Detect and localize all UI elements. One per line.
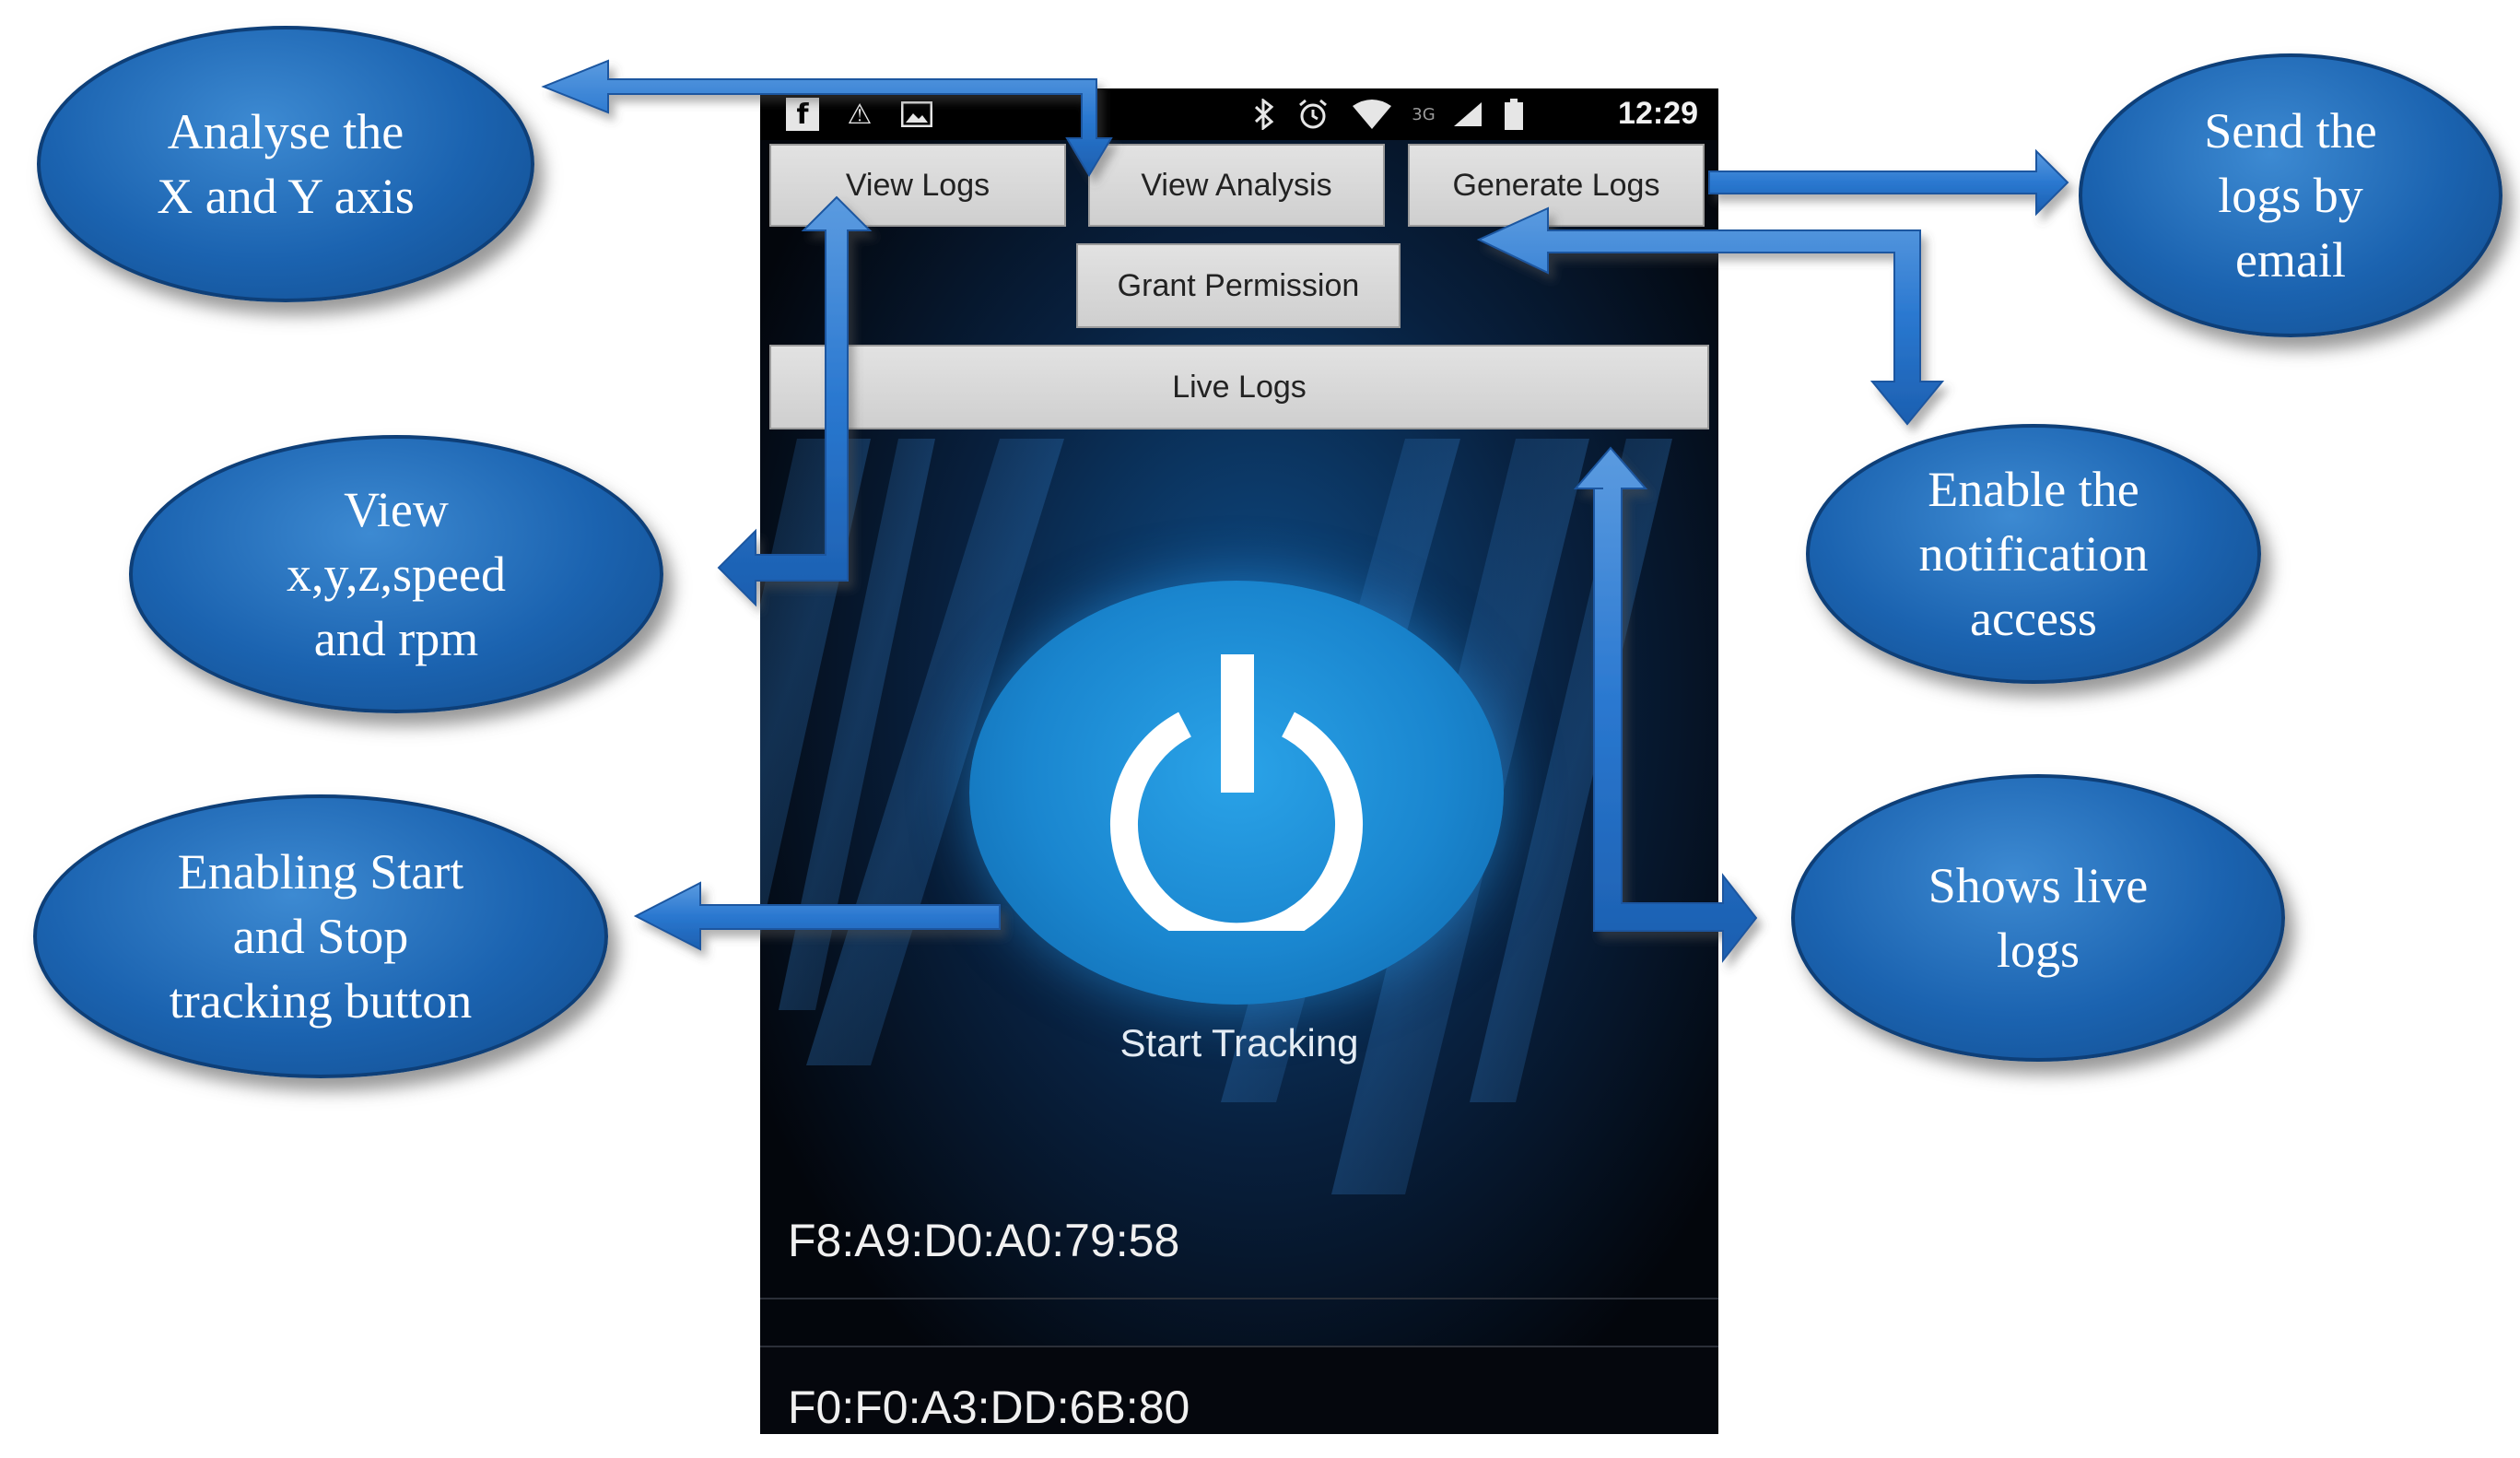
view-logs-button[interactable]: View Logs <box>769 144 1066 227</box>
device-list-item-partial: F0:F0:A3:DD:6B:80 <box>760 1346 1718 1434</box>
bluetooth-icon <box>1248 98 1280 131</box>
alarm-icon <box>1295 98 1331 131</box>
signal-icon <box>1449 98 1486 131</box>
3g-icon: 3G <box>1412 104 1436 124</box>
start-tracking-label: Start Tracking <box>1119 1021 1359 1064</box>
battery-icon <box>1497 98 1530 131</box>
power-icon <box>1110 654 1363 931</box>
start-stop-tracking-button[interactable] <box>969 581 1504 1005</box>
device-list-item[interactable]: F8:A9:D0:A0:79:58 <box>788 1215 1180 1266</box>
callout-live-logs: Shows live logs <box>1791 774 2285 1062</box>
arrow-live-logs <box>1573 446 1758 963</box>
live-logs-button[interactable]: Live Logs <box>769 345 1709 429</box>
arrow-start-stop <box>633 881 1001 951</box>
arrow-analysis <box>541 59 1113 177</box>
generate-logs-button[interactable]: Generate Logs <box>1408 144 1705 227</box>
callout-enable-notification: Enable the notification access <box>1806 424 2261 684</box>
view-analysis-button[interactable]: View Analysis <box>1088 144 1385 227</box>
status-bar: f ⚠ 3G 12:29 <box>760 88 1718 140</box>
callout-analyse-axis: Analyse the X and Y axis <box>37 26 534 302</box>
callout-start-stop: Enabling Start and Stop tracking button <box>33 794 608 1078</box>
warning-icon: ⚠ <box>847 98 873 131</box>
status-time: 12:29 <box>1618 96 1698 131</box>
facebook-icon: f <box>786 98 819 131</box>
callout-send-email: Send the logs by email <box>2079 53 2502 337</box>
arrow-view-logs <box>717 195 873 607</box>
grant-permission-button[interactable]: Grant Permission <box>1076 243 1401 328</box>
arrow-grant-permission <box>1476 206 1945 426</box>
arrow-generate-logs <box>1708 148 2069 217</box>
wifi-icon <box>1350 98 1394 131</box>
phone-screen: f ⚠ 3G 12:29 View Logs View An <box>760 88 1718 1434</box>
callout-view-xyz: View x,y,z,speed and rpm <box>129 435 663 713</box>
image-icon <box>898 98 935 131</box>
